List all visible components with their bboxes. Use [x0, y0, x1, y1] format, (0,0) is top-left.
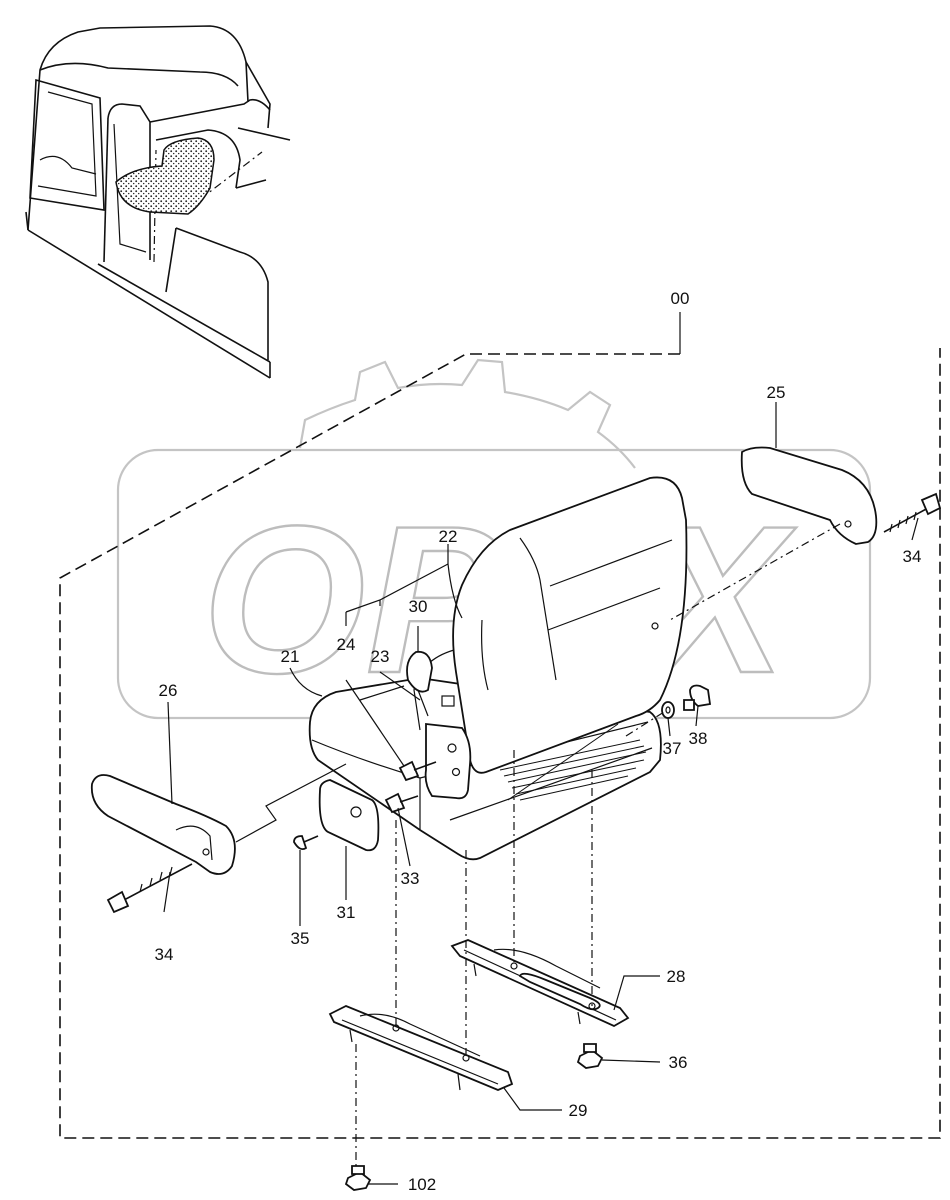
- callout-38: 38: [689, 729, 708, 748]
- axis-right-armrest: [669, 523, 841, 621]
- callout-labels: 00 25 34 22 30 23 24 21 26 37 38 33 31 3…: [155, 289, 922, 1194]
- callout-25: 25: [767, 383, 786, 402]
- nut-36: [576, 1043, 604, 1069]
- slide-rail-28: [450, 939, 630, 1028]
- bolt-34-left: [106, 863, 193, 914]
- side-bracket: [424, 695, 472, 800]
- callout-26: 26: [159, 681, 178, 700]
- recline-lever: [359, 650, 433, 717]
- bolt-24: [398, 760, 437, 782]
- callout-34-right: 34: [903, 547, 922, 566]
- callout-102: 102: [408, 1175, 436, 1194]
- callout-assembly: 00: [671, 289, 690, 308]
- callout-37: 37: [663, 739, 682, 758]
- bolt-38: [683, 684, 712, 711]
- callout-24: 24: [337, 635, 356, 654]
- axis-37-38: [625, 711, 665, 737]
- callout-35: 35: [291, 929, 310, 948]
- callout-29: 29: [569, 1101, 588, 1120]
- bolt-34-right: [883, 492, 942, 533]
- cushion-hatching: [499, 723, 647, 801]
- callout-21: 21: [281, 647, 300, 666]
- mounting-axes: [355, 750, 593, 1166]
- cab-inset-illustration: [25, 25, 291, 379]
- seat-highlight: [115, 137, 215, 215]
- callout-23: 23: [371, 647, 390, 666]
- armrest-right: [740, 446, 878, 545]
- bolt-33: [384, 792, 419, 814]
- armrest-left: [90, 774, 236, 875]
- callout-34-left: 34: [155, 945, 174, 964]
- nut-102: [344, 1165, 372, 1191]
- axis-left-armrest: [235, 763, 347, 843]
- callout-36: 36: [669, 1053, 688, 1072]
- assembly-boundary: [59, 348, 941, 1139]
- callout-30: 30: [409, 597, 428, 616]
- callout-22: 22: [439, 527, 458, 546]
- screw-35: [293, 835, 319, 851]
- side-cover-31: [318, 779, 380, 852]
- washer-37: [661, 701, 675, 719]
- callout-33: 33: [401, 869, 420, 888]
- callout-28: 28: [667, 967, 686, 986]
- slide-rail-29: [328, 1005, 514, 1091]
- callout-31: 31: [337, 903, 356, 922]
- seat-backrest: [413, 476, 688, 774]
- leader-lines: [163, 402, 919, 1185]
